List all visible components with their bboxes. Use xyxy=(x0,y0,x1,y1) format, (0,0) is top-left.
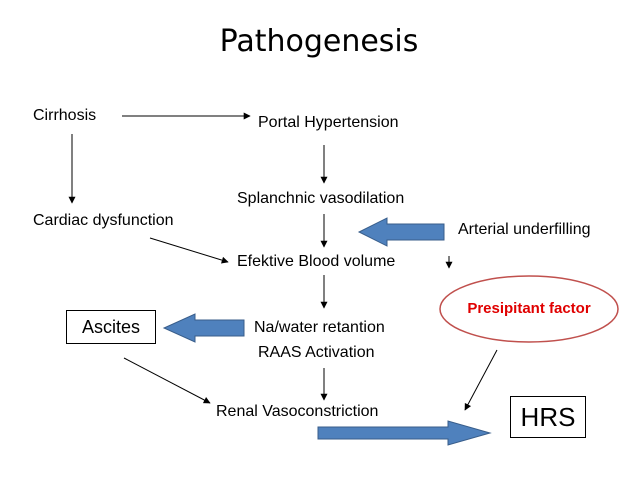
node-precipitant-factor: Presipitant factor xyxy=(467,300,591,317)
arrow-ascites-to-renal-vasoconstriction xyxy=(123,357,211,404)
node-raas-activation: RAAS Activation xyxy=(258,344,375,361)
node-portal-hypertension: Portal Hypertension xyxy=(258,114,399,131)
block-arrow-renal-to-hrs xyxy=(317,420,492,446)
node-cirrhosis: Cirrhosis xyxy=(33,107,97,124)
node-ascites: Ascites xyxy=(66,310,156,344)
node-effective-blood-volume: Efektive Blood volume xyxy=(237,253,396,270)
page-title: Pathogenesis xyxy=(219,24,419,59)
node-cardiac-dysfunction: Cardiac dysfunction xyxy=(33,212,174,229)
arrow-precipitant-to-renal xyxy=(464,349,498,411)
arrow-cardiac-to-effective-volume xyxy=(149,237,229,264)
block-arrow-arterial-underfilling xyxy=(357,217,445,247)
node-na-water-retention: Na/water retantion xyxy=(254,319,385,336)
block-arrow-na-retention-to-ascites xyxy=(162,313,245,343)
node-arterial-underfilling: Arterial underfilling xyxy=(458,221,591,238)
node-hrs: HRS xyxy=(510,396,586,438)
node-splanchnic-vasodilation: Splanchnic vasodilation xyxy=(237,190,405,207)
node-renal-vasoconstriction: Renal Vasoconstriction xyxy=(216,403,379,420)
precipitant-factor-ellipse xyxy=(439,275,619,343)
